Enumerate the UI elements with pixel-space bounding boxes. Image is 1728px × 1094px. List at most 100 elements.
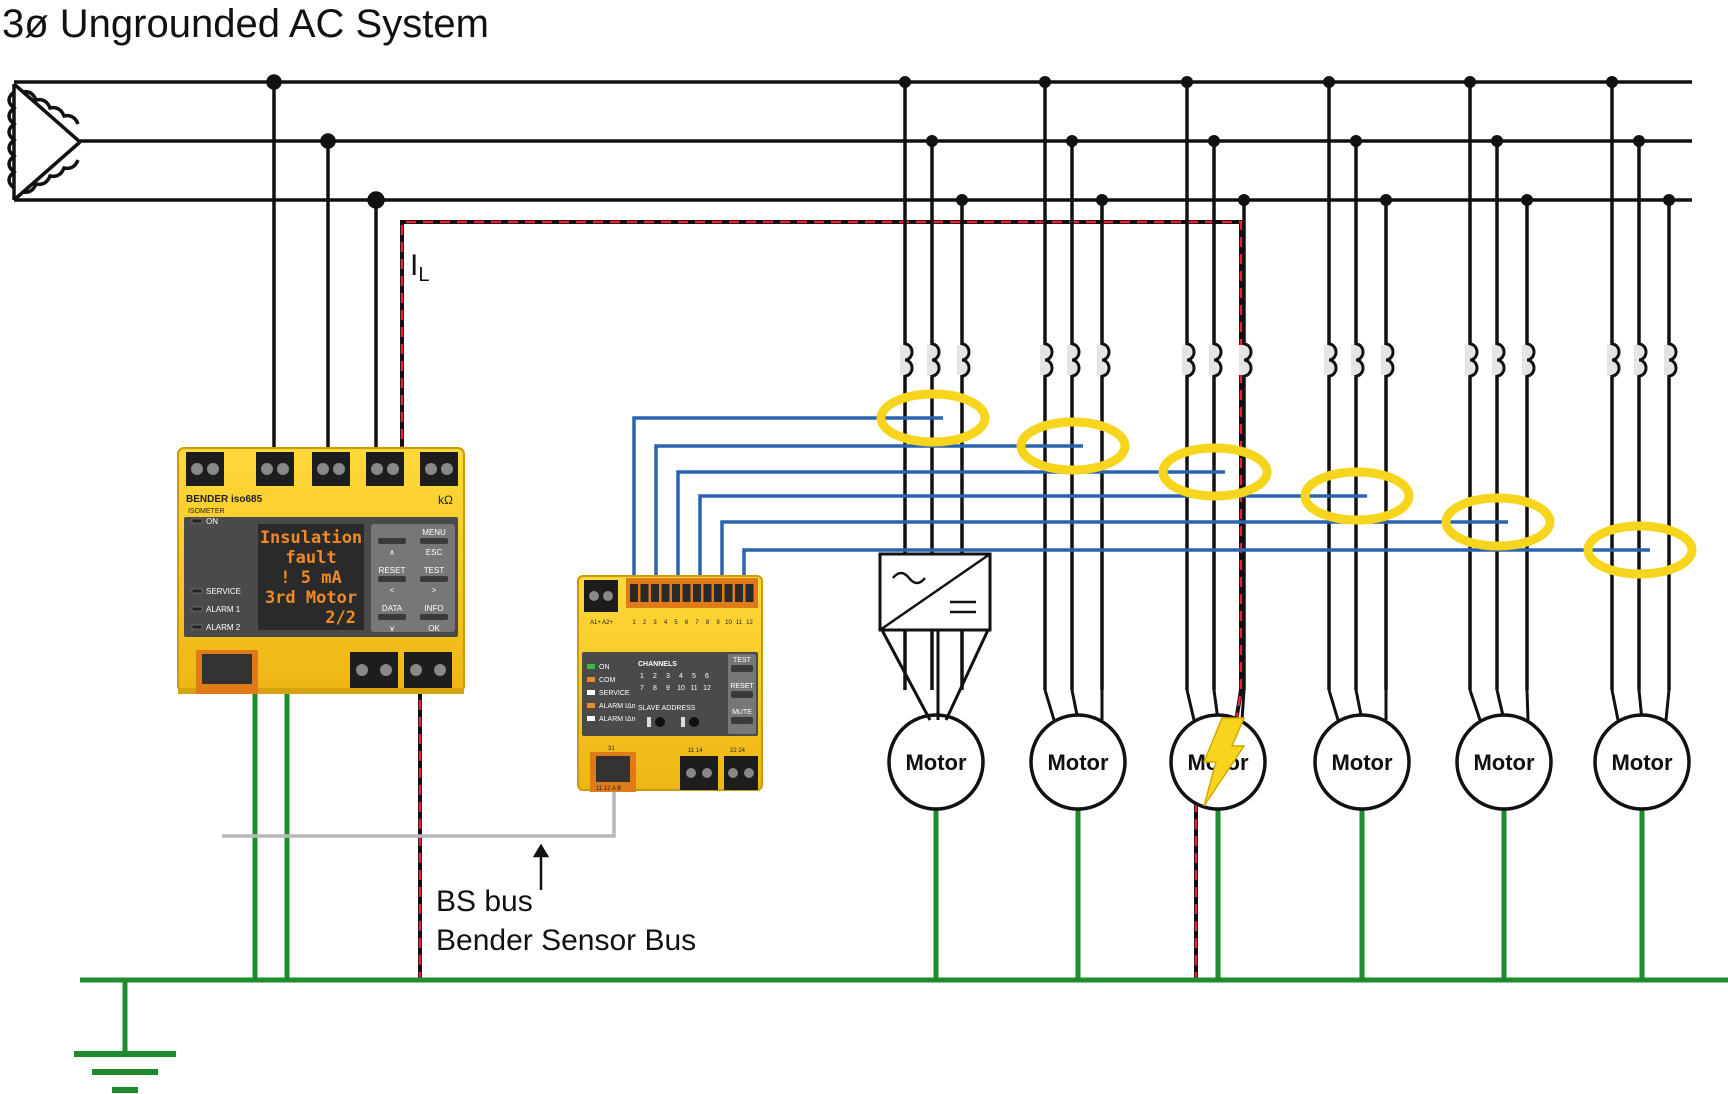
iso685-led-service: SERVICE	[191, 587, 241, 596]
terminal-number: 12	[746, 620, 753, 626]
iso685-key-label: DATA	[382, 604, 403, 613]
channel-number: 1	[640, 673, 644, 680]
channel-number: 10	[677, 685, 685, 692]
iso685-key-5[interactable]: DATA∨	[378, 604, 406, 633]
leakage-current-label: IL	[410, 249, 429, 286]
vfd-converter	[878, 552, 992, 721]
sensor-wire-5	[720, 520, 1508, 580]
motor-label: Motor	[1331, 750, 1393, 775]
iso685-led-label: ON	[206, 517, 218, 526]
iso685-led-label: SERVICE	[206, 587, 241, 596]
iso685-key-4[interactable]: TEST>	[420, 566, 448, 595]
ct-ring-6	[1583, 521, 1697, 579]
terminal-number: 11	[736, 620, 743, 626]
delta-winding-icon	[7, 82, 82, 202]
isoscan-test-button[interactable]: TEST	[731, 657, 753, 672]
breaker-icon	[1664, 342, 1678, 378]
feeder-5: Motor	[1455, 76, 1553, 980]
isoscan-led-label: SERVICE	[599, 690, 630, 697]
isoscan-led-5: ALARM IΔn	[587, 716, 636, 723]
iso685-key-sub-label: OK	[428, 624, 440, 633]
motor-5: Motor	[1455, 713, 1553, 811]
channel-number: 8	[653, 685, 657, 692]
bs-bus-label: BS bus	[436, 885, 533, 918]
channel-number: 11	[690, 685, 697, 692]
motor-label: Motor	[1047, 750, 1109, 775]
iso685-terminal-4	[366, 452, 404, 486]
breaker-icon	[1634, 342, 1648, 378]
iso685-bottom-terminal-2	[404, 652, 452, 688]
motor-4: Motor	[1313, 713, 1411, 811]
isoscan-address-dials	[647, 717, 699, 727]
breaker-icon	[1209, 342, 1223, 378]
iso685-display-line: fault	[285, 548, 336, 568]
iso685-led-label: ALARM 1	[206, 605, 241, 614]
iso685-subbrand: ISOMETER	[188, 508, 225, 515]
terminal-number: 1	[632, 620, 636, 626]
isoscan-supply-label: A1+ A2+	[590, 620, 614, 626]
terminal-number: 10	[725, 620, 732, 626]
motor-label: Motor	[1473, 750, 1535, 775]
feeder-1: Motor	[887, 76, 985, 980]
breaker-icon	[927, 342, 941, 378]
fault-lightning-icon	[1202, 717, 1246, 807]
isoscan-mute-button[interactable]: MUTE	[731, 709, 753, 724]
iso685-feed-wires	[266, 74, 385, 456]
iso685-led-alarm-1: ALARM 1	[191, 605, 241, 614]
ct-ring-5	[1441, 493, 1555, 551]
channel-number: 7	[640, 685, 644, 692]
breaker-icon	[900, 342, 914, 378]
isoscan-led-label: ALARM IΔn	[599, 703, 636, 710]
breaker-icon	[1239, 342, 1253, 378]
isoscan-relay-terminal-1	[680, 756, 718, 790]
sensor-wire-2	[654, 444, 1083, 580]
channel-number: 6	[705, 673, 709, 680]
motor-label: Motor	[905, 750, 967, 775]
iso685-bottom-terminal-1	[350, 652, 398, 688]
sensor-wire-3	[676, 470, 1225, 580]
isoscan-led-3: SERVICE	[587, 690, 630, 697]
isoscan-channel-terminals	[630, 584, 754, 602]
terminal-number: 3	[653, 620, 657, 626]
isoscan-relay-terminal-2	[724, 756, 758, 790]
iso685-led-on: ON	[191, 517, 218, 526]
breaker-icon	[1067, 342, 1081, 378]
breaker-icon	[1351, 342, 1365, 378]
isoscan-reset-button[interactable]: RESET	[730, 683, 754, 698]
bs-bus-description: Bender Sensor Bus	[436, 924, 696, 957]
phase-bus	[14, 80, 1692, 202]
iso685-terminal-1	[186, 452, 224, 486]
iso685-key-1[interactable]: ∧	[378, 538, 406, 557]
sensor-wire-1	[632, 416, 943, 580]
sensor-wire-4	[698, 494, 1367, 580]
iso685-top-terminals	[186, 452, 458, 486]
isoscan-led-2: COM	[587, 677, 616, 684]
isoscan-led-4: ALARM IΔn	[587, 703, 636, 710]
feeder-2: Motor	[1029, 76, 1127, 980]
motor-feeders: MotorMotorMotorMotorMotorMotor	[887, 76, 1691, 980]
diagram-title: 3ø Ungrounded AC System	[2, 2, 489, 46]
ct-ring-3	[1158, 443, 1272, 501]
terminal-number: 5	[674, 620, 678, 626]
iso685-unit: kΩ	[438, 493, 453, 507]
breaker-icon	[1607, 342, 1621, 378]
iso685-key-sub-label: >	[432, 586, 437, 595]
breaker-icon	[1465, 342, 1479, 378]
channel-number: 3	[666, 673, 670, 680]
iso685-led-alarm-2: ALARM 2	[191, 623, 241, 632]
iso685-display-line: ! 5 mA	[280, 568, 341, 588]
breaker-icon	[1097, 342, 1111, 378]
isoscan-relay-label-1: 11 14	[688, 748, 703, 754]
iso685-display-line: 2/2	[325, 608, 356, 628]
sensor-wire-6	[742, 548, 1650, 580]
channel-number: 4	[679, 673, 683, 680]
dc-symbol-icon	[950, 600, 976, 614]
iso685-key-3[interactable]: RESET<	[378, 566, 406, 595]
isoscan-bus-terminal: 31	[608, 746, 615, 752]
earth-ground-icon	[74, 1051, 176, 1093]
